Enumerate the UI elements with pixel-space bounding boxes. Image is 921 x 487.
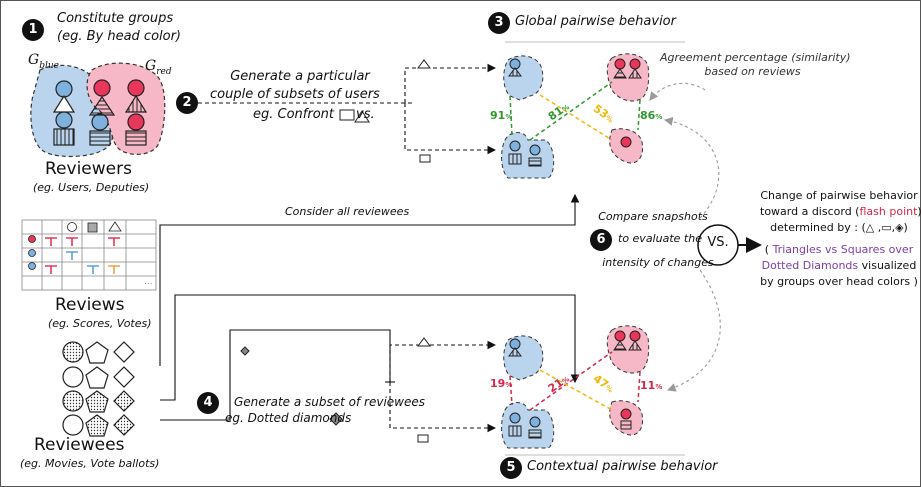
reviews-table xyxy=(21,219,157,291)
step-5-badge: 5 xyxy=(500,457,522,479)
step-3-title: Global pairwise behavior xyxy=(515,14,676,29)
reviewees-subtitle: (eg. Movies, Vote ballots) xyxy=(20,457,160,470)
global-pct-right: 86% xyxy=(640,109,663,122)
global-cluster xyxy=(501,53,650,179)
step-5-title: Contextual pairwise behavior xyxy=(527,459,718,474)
agreement-line2: based on reviews xyxy=(704,65,801,78)
contextual-pct-left: 19% xyxy=(490,377,513,390)
step-4-badge: 4 xyxy=(197,392,219,414)
reviewers-title: Reviewers xyxy=(45,159,132,179)
contextual-cluster xyxy=(501,325,650,449)
grey-curves xyxy=(649,82,721,392)
step-2-line1: Generate a particular xyxy=(230,69,370,84)
group-blue-label: Gblue xyxy=(28,52,59,71)
reviewees-title: Reviewees xyxy=(34,435,125,455)
step-1-badge: 1 xyxy=(22,19,44,41)
vs-circle xyxy=(697,224,739,266)
right-line4: ( Triangles vs Squares over xyxy=(764,243,914,256)
consider-label: Consider all reviewees xyxy=(285,205,410,218)
right-line1: Change of pairwise behavior xyxy=(760,189,918,202)
step-6-line2: to evaluate the xyxy=(618,232,702,245)
step-6-line3: intensity of changes xyxy=(602,256,714,269)
contextual-pct-right: 11% xyxy=(640,379,663,392)
step-1-line1: Constitute groups xyxy=(57,11,174,26)
right-line6: by groups over head colors ) xyxy=(760,275,918,288)
reviewers-subtitle: (eg. Users, Deputies) xyxy=(33,181,150,194)
step-2-badge: 2 xyxy=(176,92,198,114)
right-line3: determined by : (△ ,▭,◈) xyxy=(770,221,908,234)
step-2-line2: couple of subsets of users xyxy=(210,87,380,102)
reviews-subtitle: (eg. Scores, Votes) xyxy=(48,317,152,330)
right-line2: toward a discord (flash point) xyxy=(760,205,921,218)
group-red-label: Gred xyxy=(145,58,172,77)
connectors xyxy=(159,63,762,433)
reviewer-figures xyxy=(52,79,148,146)
reviews-title: Reviews xyxy=(55,295,125,315)
step-4-line2: eg. Dotted diamonds xyxy=(225,411,352,425)
step-6-line1: Compare snapshots xyxy=(598,210,708,223)
step-3-badge: 3 xyxy=(488,12,510,34)
step-1-line2: (eg. By head color) xyxy=(57,29,182,44)
step-4-line1: Generate a subset of reviewees xyxy=(234,395,426,409)
step-6-badge: 6 xyxy=(590,229,612,251)
agreement-line1: Agreement percentage (similarity) xyxy=(660,51,851,64)
small-markers xyxy=(240,59,431,443)
reviewee-shapes xyxy=(62,341,135,437)
vs-label: VS. xyxy=(707,235,729,250)
right-line5: Dotted Diamonds visualized xyxy=(761,259,917,272)
global-pct-left: 91% xyxy=(490,109,513,122)
reviews-ellipsis: ... xyxy=(144,277,153,287)
